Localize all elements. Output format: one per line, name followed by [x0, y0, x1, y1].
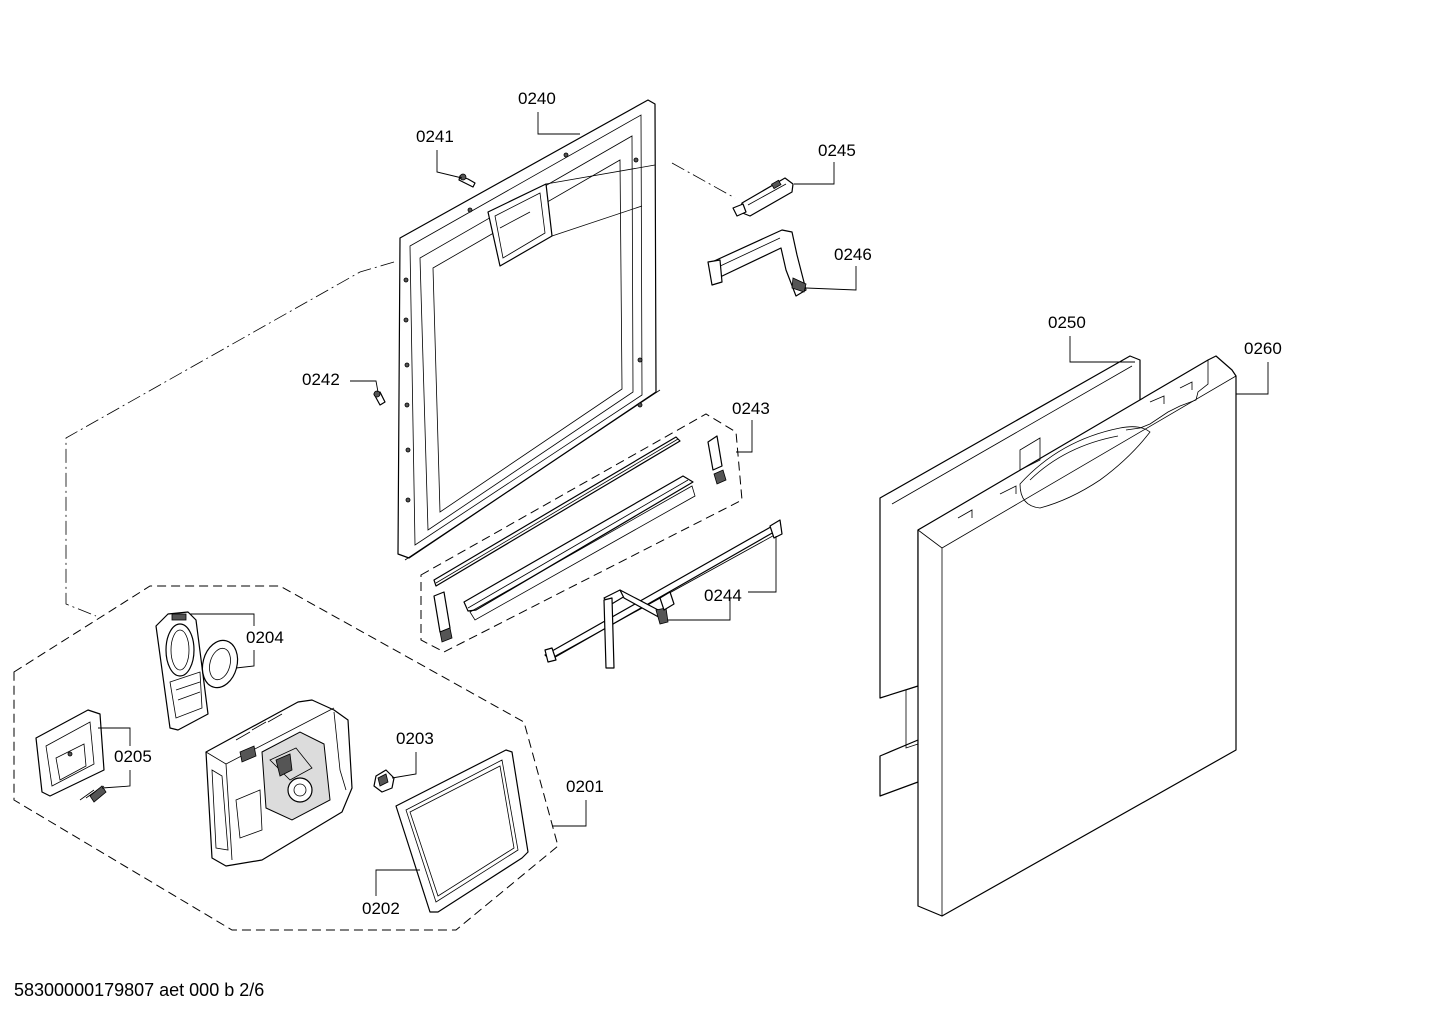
assembly-line-0201	[65, 261, 395, 617]
label-0250: 0250	[1048, 313, 1086, 332]
screw-0241	[458, 173, 476, 188]
dispenser-housing	[205, 699, 353, 867]
label-0243: 0243	[732, 399, 770, 418]
bracket-0246	[707, 229, 807, 297]
leader-lines	[98, 112, 1269, 896]
front-panel-0260	[917, 355, 1237, 917]
label-0201: 0201	[566, 777, 604, 796]
assembly-line-0245	[671, 162, 736, 199]
gasket-frame-0202	[395, 749, 529, 913]
label-0240: 0240	[518, 89, 556, 108]
screw-0242	[373, 390, 386, 406]
latch-0245	[732, 177, 794, 217]
label-0244: 0244	[704, 586, 742, 605]
label-0260: 0260	[1244, 339, 1282, 358]
label-0203: 0203	[396, 729, 434, 748]
label-0202: 0202	[362, 899, 400, 918]
slide-rail-0244	[544, 519, 783, 669]
cover-plate-0205	[35, 709, 105, 797]
drawing-number-footer: 58300000179807 aet 000 b 2/6	[14, 980, 264, 1000]
label-0205: 0205	[114, 747, 152, 766]
label-0246: 0246	[834, 245, 872, 264]
clip-0203	[373, 769, 395, 793]
label-0204: 0204	[246, 628, 284, 647]
label-0242: 0242	[302, 370, 340, 389]
assembly-outline-0201	[13, 585, 559, 931]
inner-door-panel-0240	[397, 99, 661, 561]
dispenser-lid-0204	[155, 611, 209, 731]
rail-kit-0243	[420, 413, 743, 653]
label-0241: 0241	[416, 127, 454, 146]
label-0245: 0245	[818, 141, 856, 160]
